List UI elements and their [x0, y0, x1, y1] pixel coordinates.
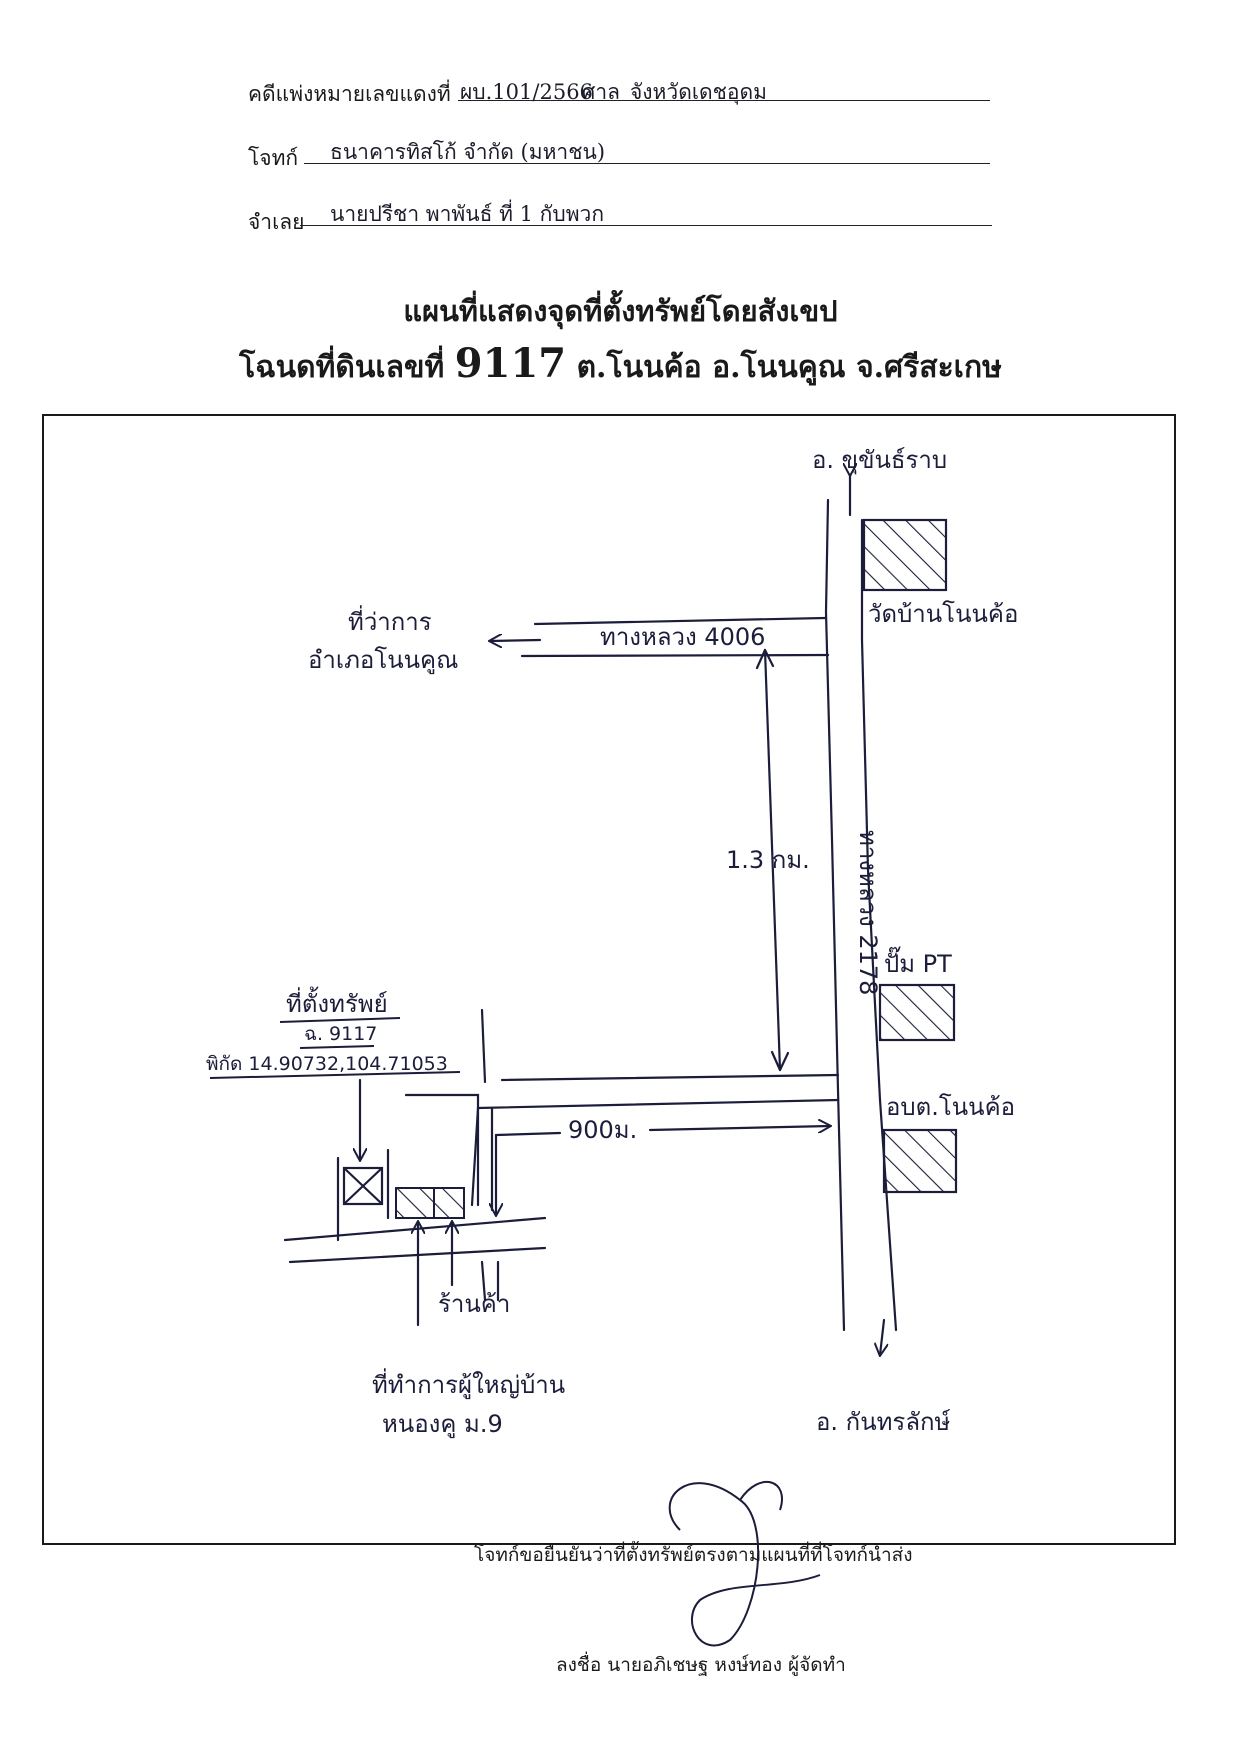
temple-building: [862, 518, 948, 592]
deed-prefix: โฉนดที่ดินเลขที่: [239, 350, 445, 385]
coordinates-underline: [209, 1071, 461, 1079]
side-road-branch-left: [480, 1008, 487, 1084]
coordinates-label: พิกัด 14.90732,104.71053: [206, 1053, 448, 1075]
distance-1-arrow-bottom: [770, 1050, 790, 1072]
shop-building: [433, 1187, 465, 1219]
highway-2178-left-edge: [824, 498, 846, 1332]
distance-2-line-right: [648, 1126, 830, 1130]
side-road-branch-corner: [404, 1093, 480, 1207]
south-arrow-shaft: [880, 1318, 884, 1355]
property-label-underline: [279, 1017, 401, 1023]
temple-label: วัดบ้านโนนค้อ: [868, 600, 1018, 628]
signature-scribble: [668, 1480, 821, 1647]
defendant-underline: [300, 225, 992, 226]
sao-office-label: อบต.โนนค้อ: [886, 1093, 1015, 1121]
property-deed-underline: [299, 1045, 375, 1049]
side-road-south-left: [470, 1106, 480, 1207]
district-office-arrow: [490, 640, 542, 641]
distance-2-line-left: [494, 1131, 562, 1137]
property-deed-label: ฉ. 9117: [304, 1023, 377, 1045]
district-office-label-1: ที่ว่าการ: [348, 605, 432, 636]
shop-label: ร้านค้า: [438, 1290, 510, 1318]
defendant-name: นายปรีชา พาพันธ์ ที่ 1 กับพวก: [330, 202, 605, 226]
headman-label-2: หนองคู ม.9: [382, 1410, 503, 1439]
map-frame: [42, 414, 1176, 1545]
property-parcel: [342, 1166, 384, 1206]
local-road-stub-left: [480, 1260, 487, 1302]
headman-label-1: ที่ทำการผู้ใหญ่บ้าน: [372, 1368, 565, 1400]
sao-office-building: [882, 1128, 958, 1194]
map-subtitle: โฉนดที่ดินเลขที่ 9117 ต.โนนค้อ อ.โนนคูณ …: [0, 340, 1241, 391]
highway-2178-label: ทางหลวง 2178: [854, 830, 882, 995]
highway-4006-top-edge: [533, 616, 827, 626]
distance-1-arrow-top: [755, 648, 775, 670]
gas-station-label: ปั๊ม PT: [884, 946, 952, 978]
plaintiff-underline: [304, 163, 990, 164]
distance-1-line: [763, 648, 782, 1072]
highway-4006-bottom-edge: [520, 653, 830, 658]
distance-2-label: 900ม.: [568, 1116, 637, 1144]
north-destination-label: อ. ขุขันธ์ราบ: [812, 446, 947, 475]
local-road-top: [283, 1216, 547, 1242]
side-road-bottom-edge: [476, 1098, 840, 1110]
plaintiff-label: โจทก์: [248, 146, 299, 170]
deed-number: 9117: [454, 340, 567, 387]
gas-station-building: [878, 983, 956, 1042]
case-number-underline: [458, 100, 990, 101]
case-label: คดีแพ่งหมายเลขแดงที่: [248, 82, 451, 106]
signature-line: ลงชื่อ นายอภิเชษฐ หงษ์ทอง ผู้จัดทำ: [556, 1654, 846, 1676]
distance-1-label: 1.3 กม.: [726, 846, 810, 874]
south-destination-label: อ. กันทรลักษ์: [816, 1408, 951, 1436]
headman-office-building: [395, 1187, 435, 1219]
map-title: แผนที่แสดงจุดที่ตั้งทรัพย์โดยสังเขป: [403, 294, 838, 328]
highway-4006-label: ทางหลวง 4006: [600, 623, 765, 651]
deed-location: ต.โนนค้อ อ.โนนคูณ จ.ศรีสะเกษ: [576, 350, 1002, 385]
plaintiff-name: ธนาคารทิสโก้ จำกัด (มหาชน): [330, 140, 606, 164]
district-office-label-2: อำเภอโนนคูณ: [308, 646, 458, 675]
confirmation-text: โจทก์ขอยืนยันว่าที่ตั้งทรัพย์ตรงตามแผนที…: [474, 1544, 913, 1566]
defendant-label: จำเลย: [248, 210, 305, 234]
property-label: ที่ตั้งทรัพย์: [286, 986, 388, 1018]
side-road-top-edge: [500, 1073, 840, 1082]
